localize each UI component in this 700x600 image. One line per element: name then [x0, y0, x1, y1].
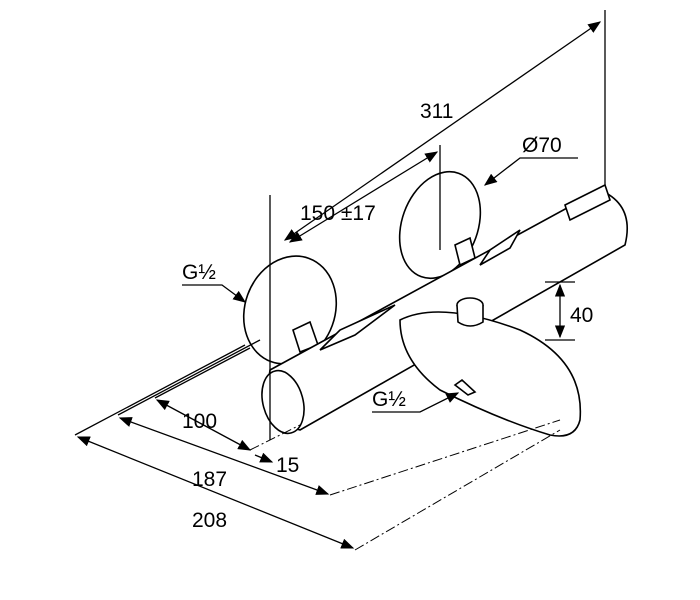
left-lever	[319, 304, 396, 351]
faucet-illustration	[242, 170, 629, 437]
right-nut	[454, 236, 476, 267]
leader-lines	[182, 157, 578, 413]
dim-rosette-diameter: Ø70	[522, 134, 562, 157]
dim-offset-15: 15	[276, 454, 299, 477]
outlet-thread	[453, 378, 477, 396]
spout	[399, 311, 582, 437]
dim-centre-distance: 150 ±17	[300, 202, 376, 225]
dim-outlet-thread: G½	[372, 388, 406, 411]
dimension-lines	[76, 21, 602, 549]
diverter-knob	[456, 304, 484, 327]
dim-overall-length: 311	[420, 100, 453, 123]
dim-inlet-thread: G½	[182, 261, 216, 284]
dim-wall-depth-208: 208	[192, 509, 227, 532]
dim-wall-depth-187: 187	[192, 468, 227, 491]
dim-wall-depth-100: 100	[182, 410, 217, 433]
dim-spout-height: 40	[570, 304, 593, 327]
left-nut	[292, 320, 320, 354]
